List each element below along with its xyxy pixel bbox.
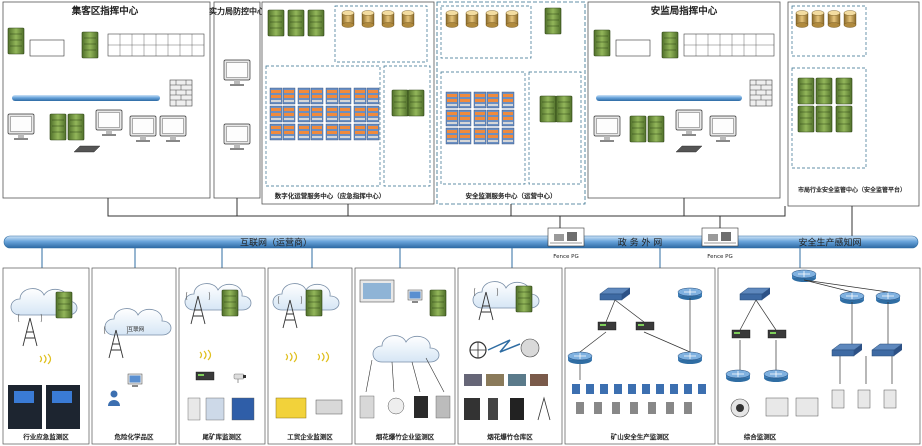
server-icon xyxy=(661,31,679,59)
zone8-links xyxy=(739,279,893,384)
map-screen-icon xyxy=(359,279,395,303)
gateway-right: Fence PG xyxy=(701,227,739,260)
video-wall-icon xyxy=(107,33,205,57)
server-icon xyxy=(391,89,409,117)
switch-icon xyxy=(597,321,617,331)
sensor-box-icon xyxy=(275,397,343,419)
storage-icon xyxy=(361,10,375,28)
dvr-icon xyxy=(195,371,215,381)
bottom-zones xyxy=(2,267,921,445)
server-icon xyxy=(429,289,447,317)
server-icon xyxy=(647,115,665,143)
router-icon xyxy=(725,369,751,383)
server-icon xyxy=(835,105,853,133)
right-panel-bus xyxy=(596,95,742,101)
server-icon xyxy=(593,29,611,57)
server-icon xyxy=(815,77,833,105)
video-wall-icon xyxy=(683,33,775,57)
server-icon xyxy=(797,77,815,105)
photo-grid-icon xyxy=(464,374,551,421)
storage-icon xyxy=(795,10,809,28)
zone-label-3: 尾矿库监测区 xyxy=(202,432,243,441)
server-icon xyxy=(307,9,325,37)
server-icon xyxy=(221,289,239,317)
zone-label-1: 行业应急监测区 xyxy=(22,432,69,441)
gov-net-label: 政 务 外 网 xyxy=(618,237,663,249)
camera-group-icon xyxy=(730,389,897,418)
zone-label-5: 烟花爆竹企业监测区 xyxy=(376,432,435,441)
router-icon xyxy=(567,351,593,365)
sensor-group-icon xyxy=(187,397,255,421)
firewall-icon xyxy=(749,79,773,107)
panel-monitoring-title: 安全监测服务中心（运营中心） xyxy=(466,191,557,200)
zone-label-6: 烟花爆竹仓库区 xyxy=(487,432,533,441)
safety-net-label: 安全生产感知网 xyxy=(798,237,861,249)
server-icon xyxy=(407,89,425,117)
storage-icon xyxy=(381,10,395,28)
server-icon xyxy=(55,291,73,319)
zone7-links xyxy=(579,298,691,380)
storage-icon xyxy=(827,10,841,28)
router-icon xyxy=(677,351,703,365)
panel-left-title: 集客区指挥中心 xyxy=(71,5,139,17)
panel-fire-control xyxy=(213,1,261,199)
panel-fire-title: 实力局防控中心 xyxy=(209,6,265,16)
left-panel-bus xyxy=(12,95,160,101)
backbone-bus xyxy=(3,235,919,249)
storage-icon xyxy=(843,10,857,28)
server-icon xyxy=(67,113,85,141)
cloud-label: 互联网 xyxy=(128,325,145,333)
firewall-icon xyxy=(169,79,193,107)
device-photo-icon xyxy=(8,385,80,429)
server-icon xyxy=(797,105,815,133)
panel-digital-title: 数字化运营服务中心（应急指挥中心） xyxy=(275,191,386,200)
switch-icon xyxy=(731,329,751,339)
storage-icon xyxy=(485,10,499,28)
panel-connectors xyxy=(107,198,853,236)
server-icon xyxy=(515,285,533,313)
server-icon xyxy=(835,77,853,105)
server-icon xyxy=(539,95,557,123)
zone-label-2: 危险化学品区 xyxy=(114,432,155,441)
switch-icon xyxy=(767,329,787,339)
server-icon xyxy=(287,9,305,37)
storage-icon xyxy=(341,10,355,28)
panel-security-title: 安监局指挥中心 xyxy=(651,5,718,17)
server-icon xyxy=(267,9,285,37)
storage-icon xyxy=(445,10,459,28)
svg-text:Fence PG: Fence PG xyxy=(707,254,732,260)
switch-icon xyxy=(635,321,655,331)
storage-icon xyxy=(505,10,519,28)
storage-icon xyxy=(811,10,825,28)
server-icon xyxy=(7,27,25,55)
zone-label-4: 工贸企业监测区 xyxy=(287,432,333,441)
vehicle-icon xyxy=(469,341,487,359)
storage-icon xyxy=(465,10,479,28)
server-icon xyxy=(305,289,323,317)
server-icon xyxy=(544,7,562,35)
internet-label: 互联网（运营商） xyxy=(240,237,312,249)
panel-supervision-title: 市局行业安全监管中心（安全监管平台） xyxy=(798,186,906,194)
bus-drops xyxy=(41,248,801,268)
server-icon xyxy=(555,95,573,123)
signal-icon xyxy=(487,339,521,353)
gateway-left: Fence PG xyxy=(547,227,585,260)
storage-icon xyxy=(401,10,415,28)
server-icon xyxy=(629,115,647,143)
sensor-group-icon xyxy=(359,395,451,419)
compute-cluster-icon xyxy=(445,91,515,145)
router-icon xyxy=(763,369,789,383)
svg-text:Fence PG: Fence PG xyxy=(553,254,578,260)
zone-label-7: 矿山安全生产监测区 xyxy=(611,432,670,441)
cloud-links xyxy=(365,357,445,393)
zone-label-8: 综合监测区 xyxy=(744,432,777,441)
server-icon xyxy=(49,113,67,141)
sensor-row-icon xyxy=(572,384,706,414)
server-icon xyxy=(815,105,833,133)
server-icon xyxy=(81,31,99,59)
satellite-icon xyxy=(520,338,540,358)
